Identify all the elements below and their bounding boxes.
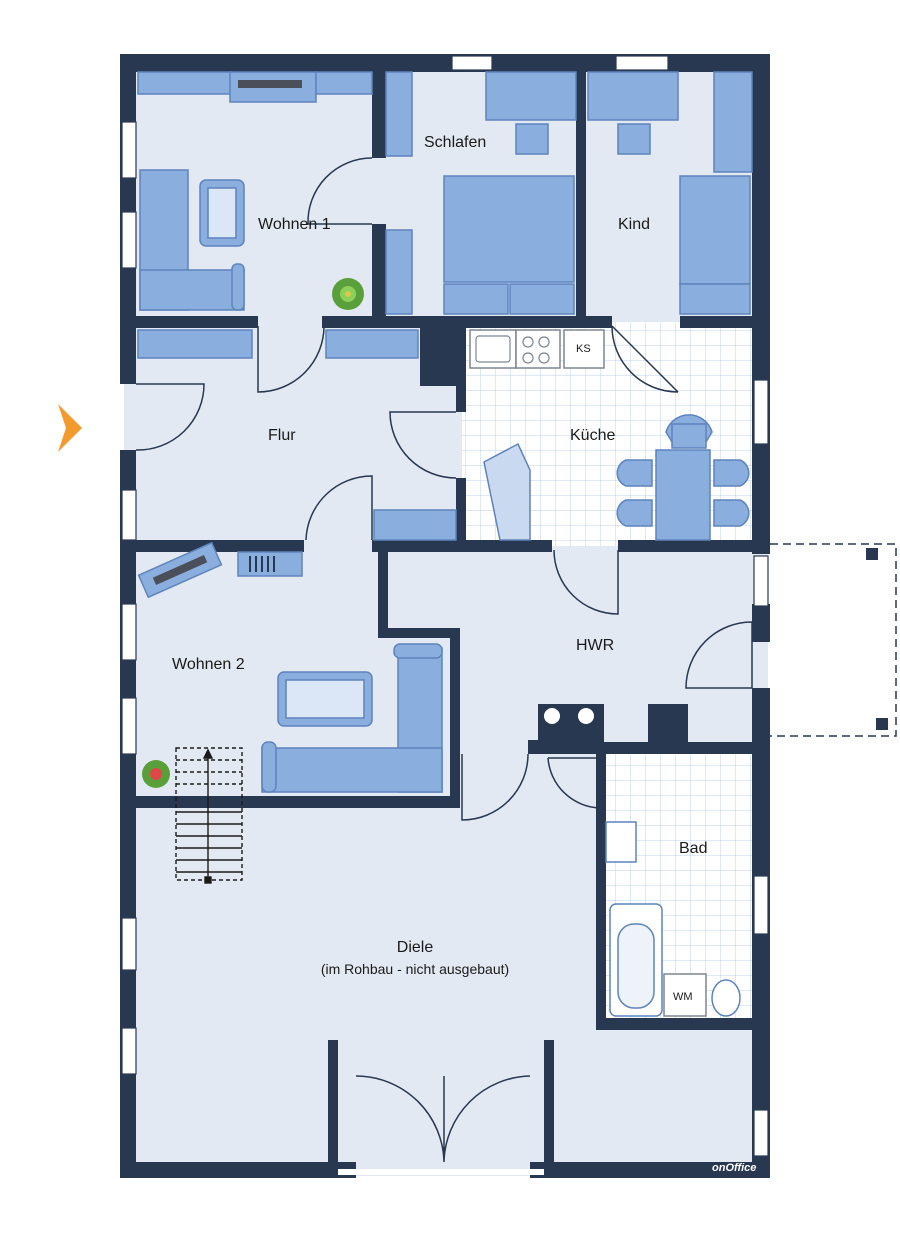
room-label-kueche: Küche xyxy=(570,427,616,444)
room-label-flur: Flur xyxy=(268,427,296,444)
plant-icon xyxy=(332,278,364,310)
hwr-appliances xyxy=(544,708,594,724)
washer-label: WM xyxy=(673,991,693,1003)
diele-note: (im Rohbau - nicht ausgebaut) xyxy=(320,961,510,977)
staircase xyxy=(175,747,243,884)
windows xyxy=(121,55,769,1157)
room-label-schlafen: Schlafen xyxy=(424,134,487,151)
plant-icon xyxy=(142,760,170,788)
radiator xyxy=(249,556,275,572)
room-label-diele: Diele (im Rohbau - nicht ausgebaut) xyxy=(300,939,530,977)
room-label-wohnen-2: Wohnen 2 xyxy=(172,656,245,673)
onoffice-logo: onOffice xyxy=(712,1162,757,1174)
room-label-bad: Bad xyxy=(679,840,708,857)
kitchen-appliances xyxy=(475,335,550,364)
room-label-kind: Kind xyxy=(618,216,651,233)
diele-title: Diele xyxy=(396,939,434,956)
doors xyxy=(135,157,753,1163)
furniture xyxy=(137,71,753,1017)
room-label-hwr: HWR xyxy=(576,637,615,654)
entrance-arrow-icon xyxy=(58,404,82,452)
fridge-label: KS xyxy=(576,343,591,355)
room-label-wohnen-1: Wohnen 1 xyxy=(258,216,331,233)
interior-walls xyxy=(120,54,770,1164)
terrace xyxy=(770,543,897,737)
